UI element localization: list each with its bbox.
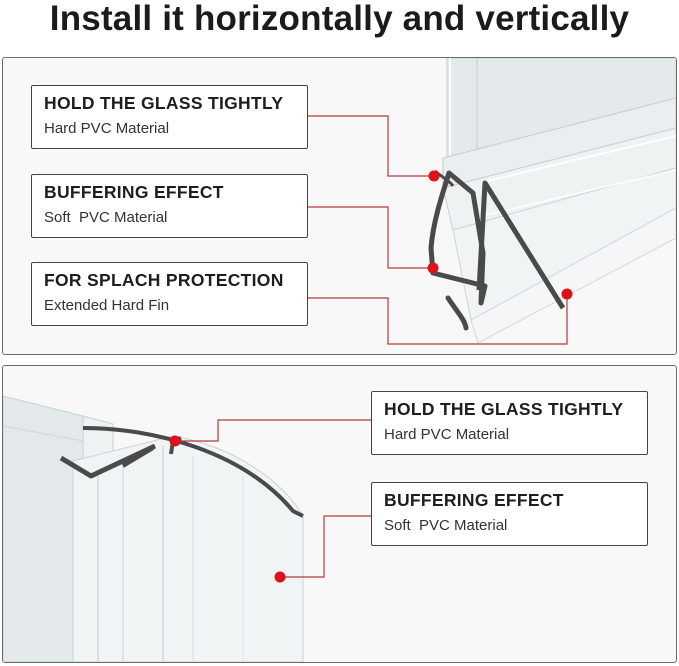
callout-heading: BUFFERING EFFECT (384, 490, 564, 510)
callout-subtext: Soft PVC Material (44, 209, 168, 226)
horizontal-seal-illustration (428, 58, 676, 344)
callout-subtext: Soft PVC Material (384, 517, 508, 534)
callout-subtext: Extended Hard Fin (44, 297, 170, 314)
callout-subtext: Hard PVC Material (384, 426, 510, 443)
callout-heading: HOLD THE GLASS TIGHTLY (44, 93, 284, 113)
vertical-seal-illustration (3, 395, 304, 662)
callout-splash-protection: FOR SPLACH PROTECTION Extended Hard Fin (31, 262, 308, 326)
callout-buffering-bottom: BUFFERING EFFECT Soft PVC Material (371, 482, 648, 546)
callout-heading: FOR SPLACH PROTECTION (44, 270, 284, 290)
callout-heading: HOLD THE GLASS TIGHTLY (384, 399, 624, 419)
callout-buffering-top: BUFFERING EFFECT Soft PVC Material (31, 174, 308, 238)
callout-heading: BUFFERING EFFECT (44, 182, 224, 202)
horizontal-install-panel (2, 57, 677, 355)
callout-subtext: Hard PVC Material (44, 120, 170, 137)
callout-hold-glass-top: HOLD THE GLASS TIGHTLY Hard PVC Material (31, 85, 308, 149)
page-title: Install it horizontally and vertically (49, 0, 630, 38)
callout-hold-glass-bottom: HOLD THE GLASS TIGHTLY Hard PVC Material (371, 391, 648, 455)
